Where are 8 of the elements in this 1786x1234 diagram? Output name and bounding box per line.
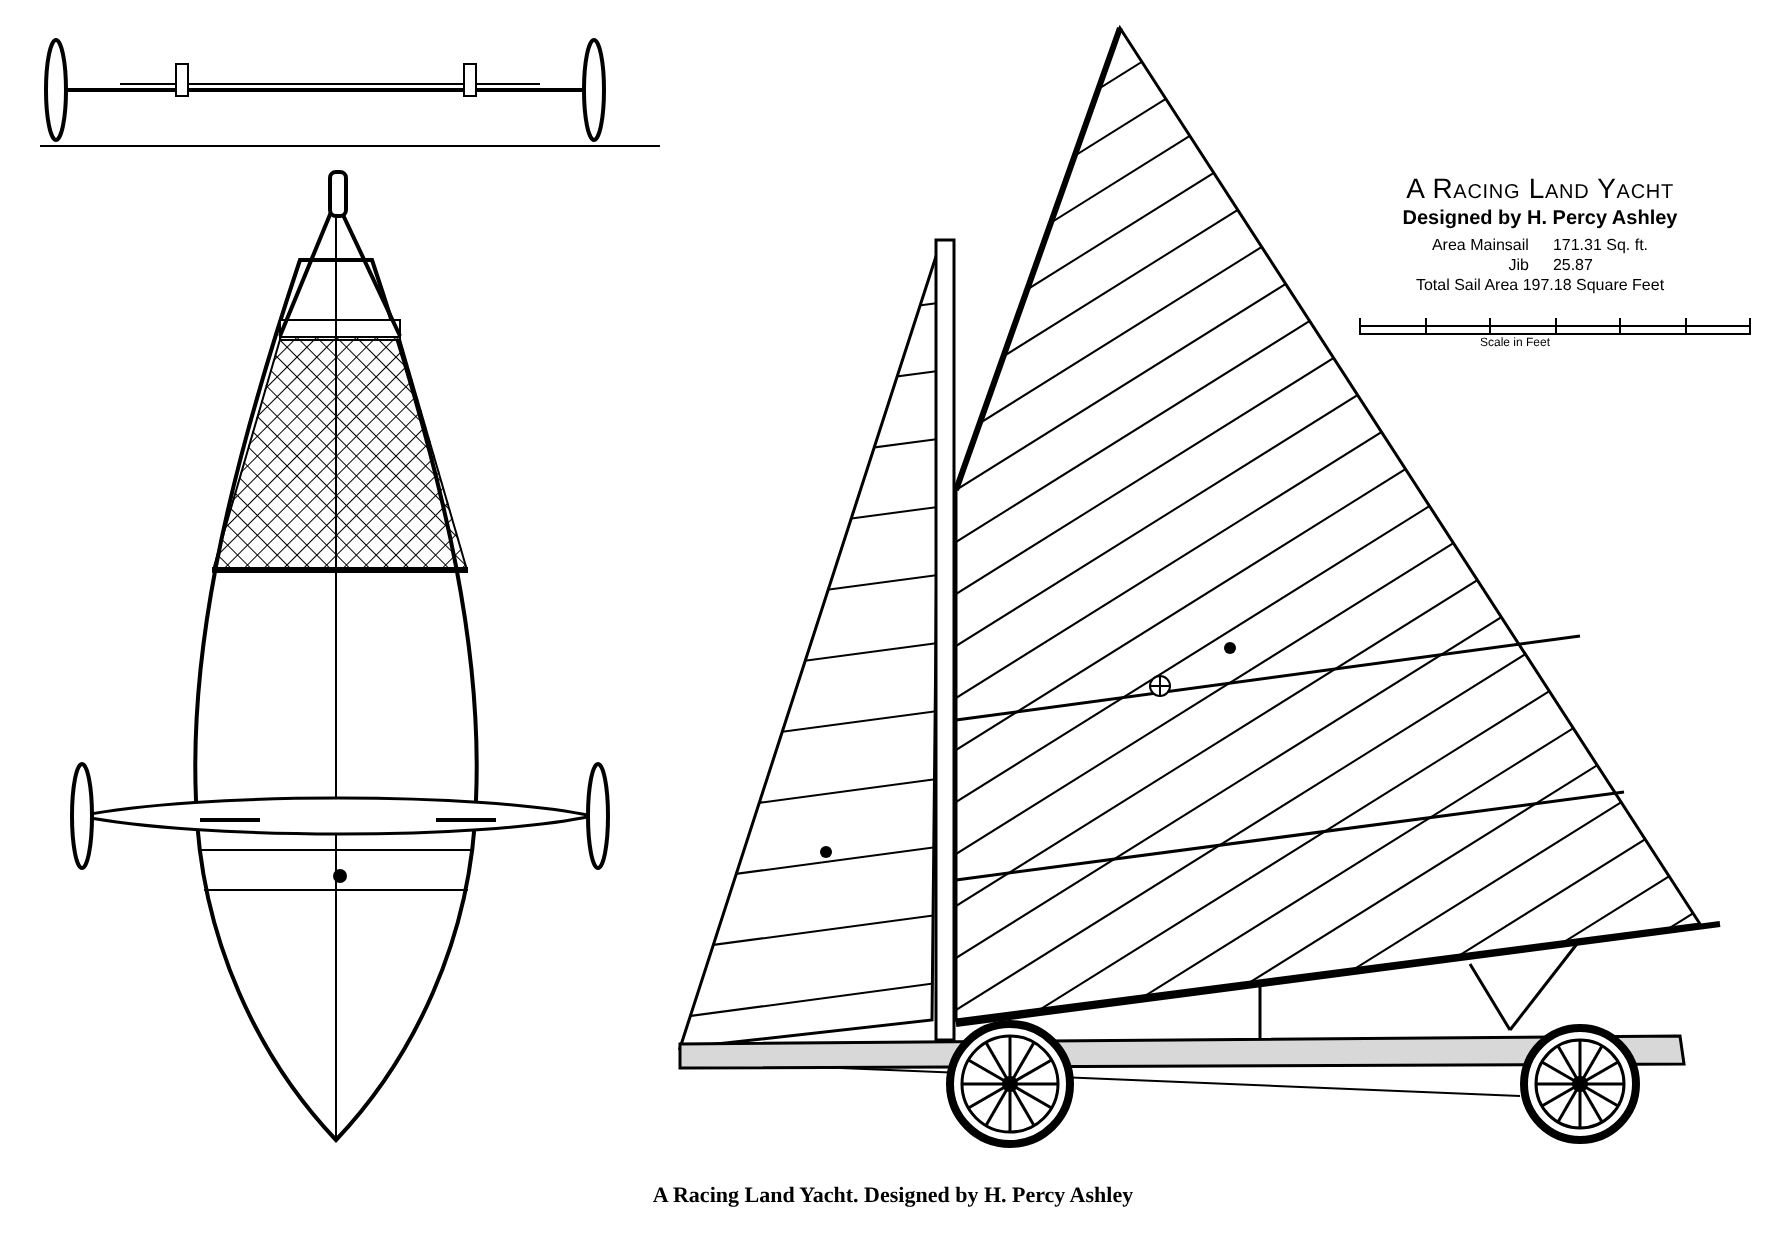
designer-credit: Designed by H. Percy Ashley bbox=[1402, 207, 1678, 232]
area-value: 171.31 Sq. ft. bbox=[1552, 236, 1649, 256]
total-area-note: Total Sail Area 197.18 Square Feet bbox=[1415, 276, 1665, 296]
area-label: Jib bbox=[1506, 256, 1529, 276]
area-value: 25.87 bbox=[1552, 256, 1595, 276]
drawing-title: A Racing Land Yacht bbox=[1406, 172, 1674, 207]
caption: A Racing Land Yacht. Designed by H. Percy Ashley bbox=[650, 1182, 1136, 1212]
area-label: Area Mainsail bbox=[1431, 236, 1529, 256]
